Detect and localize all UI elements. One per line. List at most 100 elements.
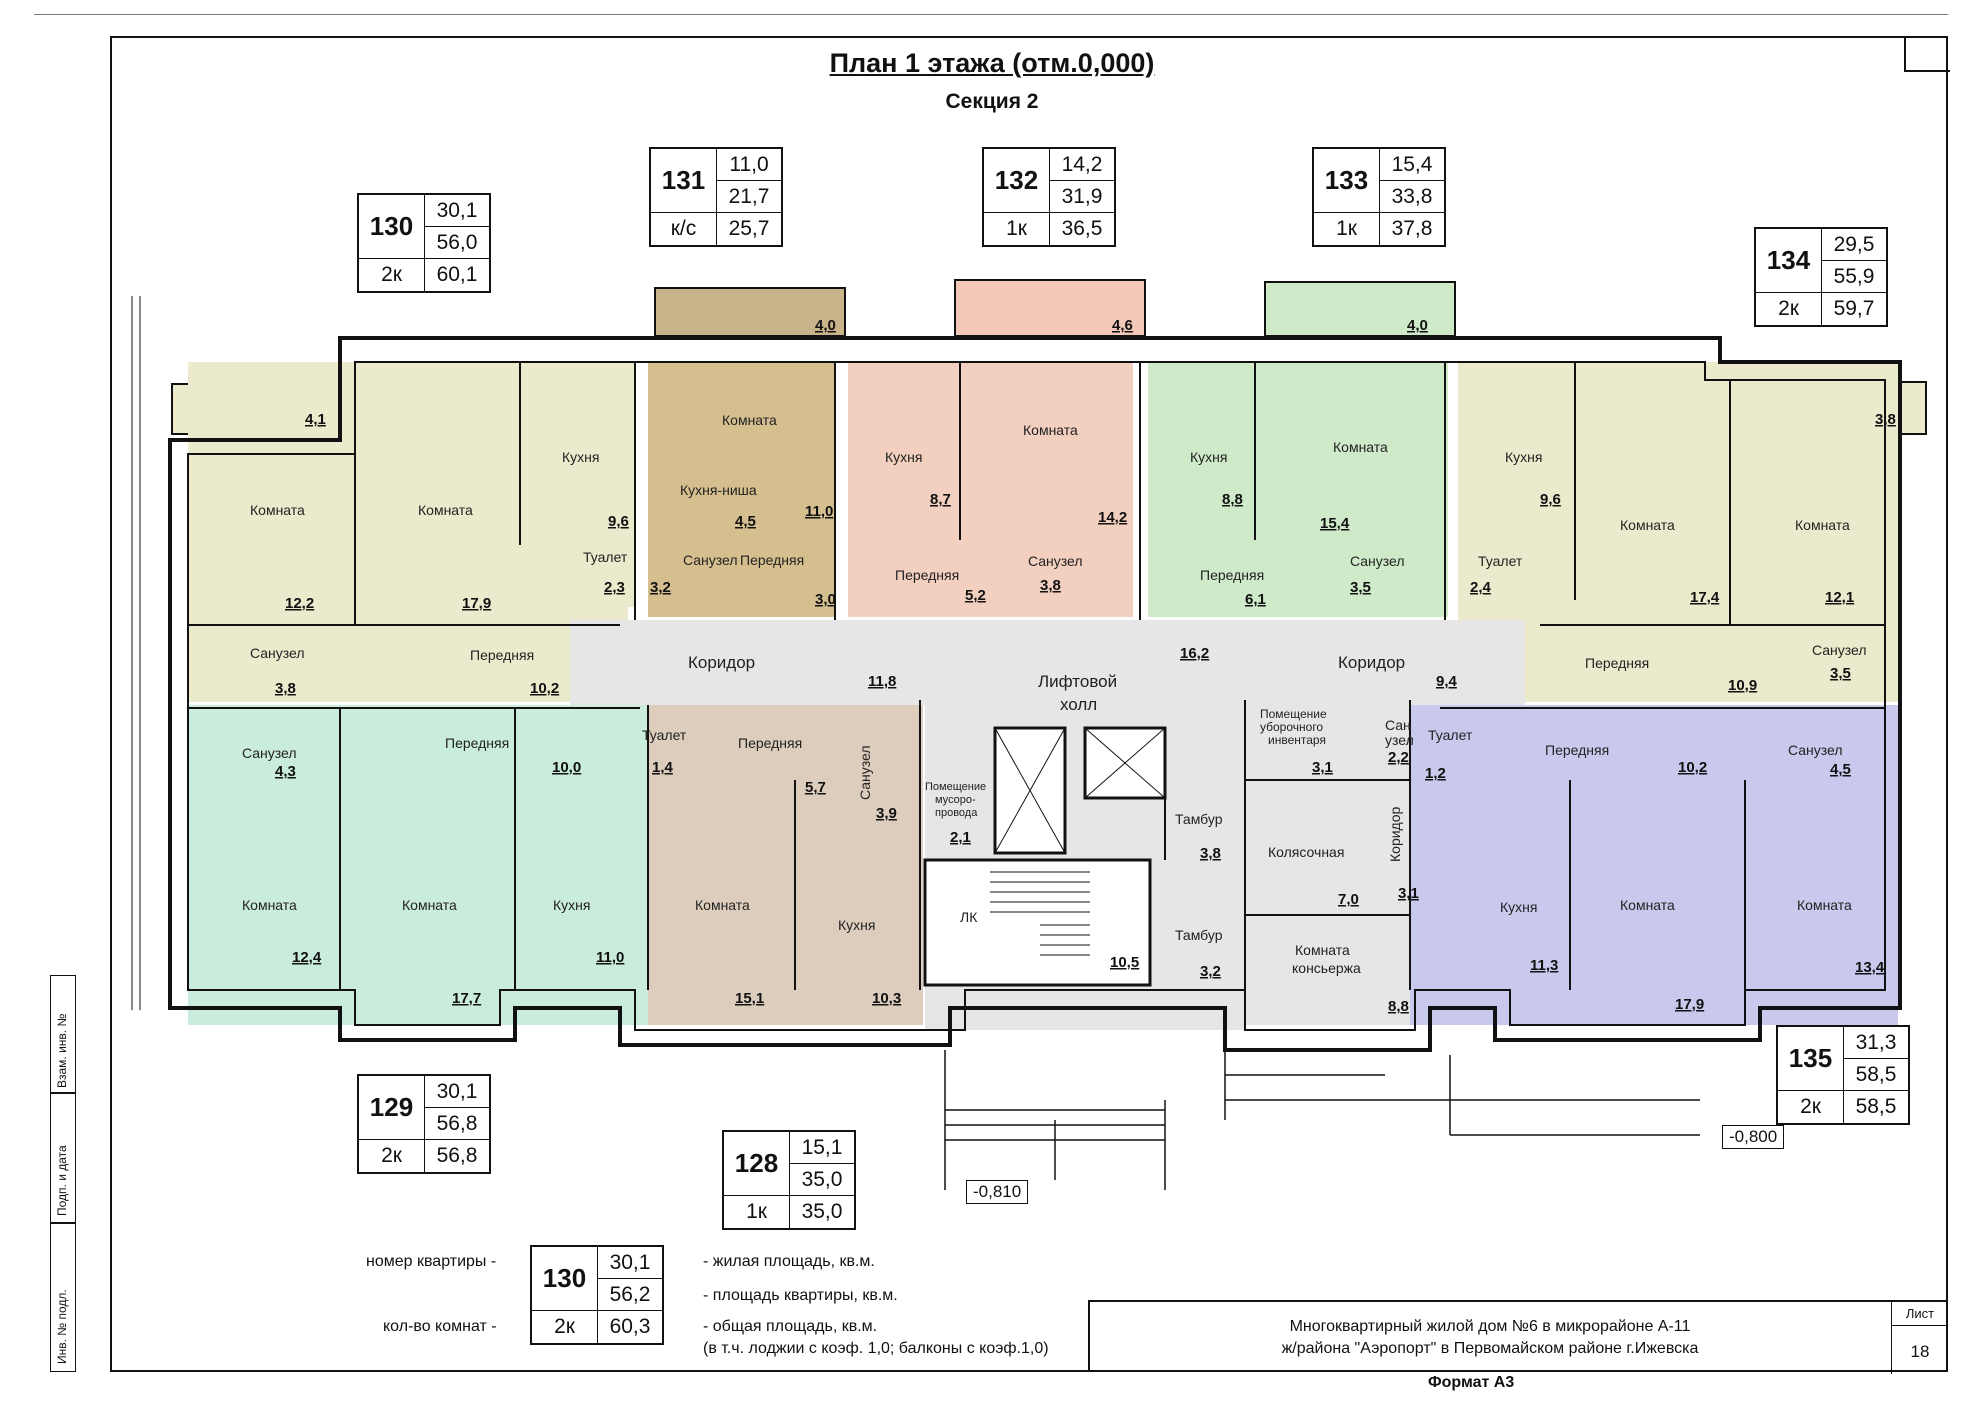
area-label: 2,3 — [604, 579, 625, 596]
elevation-mark-entrance: -0,810 — [966, 1180, 1029, 1204]
room-count: 2к — [1756, 293, 1822, 325]
lbl-hall-128: Передняя — [738, 735, 802, 751]
lbl-room-134a: Комната — [1620, 517, 1675, 533]
lbl-wc-130: Туалет — [583, 549, 628, 565]
area-label: 10,3 — [872, 990, 901, 1007]
area-label: 3,8 — [275, 680, 296, 697]
lbl-lift-hall-2: холл — [1060, 695, 1097, 714]
area-label: 10,9 — [1728, 677, 1757, 694]
side-stamp-inv: Инв. № подл. — [50, 1223, 76, 1372]
room-count: 2к — [359, 1140, 425, 1172]
living-area: 30,1 — [425, 1076, 489, 1108]
lbl-room-135b: Комната — [1797, 897, 1852, 913]
apartment-area: 35,0 — [790, 1164, 854, 1196]
lbl-room-131: Комната — [722, 412, 777, 428]
area-label: 11,3 — [1530, 957, 1558, 974]
lbl-bath-130: Санузел — [250, 645, 305, 661]
area-label: 4,6 — [1112, 317, 1133, 334]
lbl-concierge-1: Комната — [1295, 942, 1350, 958]
area-label: 3,1 — [1312, 759, 1333, 776]
lbl-room-130b: Комната — [418, 502, 473, 518]
drawing-frame — [110, 36, 1948, 1372]
side-stamp-sign: Подп. и дата — [50, 1093, 76, 1223]
room-count: 2к — [1778, 1091, 1844, 1123]
lbl-hall-131: Передняя — [740, 552, 804, 568]
total-area: 60,1 — [436, 263, 478, 286]
room-count: 2к — [532, 1311, 598, 1343]
area-label: 13,4 — [1855, 959, 1885, 976]
living-area: 15,1 — [790, 1132, 854, 1164]
legend-table: 130 30,1 56,2 2к 60,3 — [530, 1245, 664, 1345]
area-label: 9,4 — [1436, 673, 1458, 690]
zone-134 — [1458, 362, 1898, 702]
area-label: 3,1 — [1398, 885, 1419, 902]
lbl-room-129b: Комната — [402, 897, 457, 913]
area-label: 17,9 — [1675, 996, 1704, 1013]
elevation-mark-ramp: -0,800 — [1722, 1125, 1785, 1149]
apartment-area: 56,0 — [425, 227, 489, 259]
area-label: 2,1 — [950, 829, 971, 846]
side-stamp-text: Взам. инв. № — [55, 1013, 69, 1088]
living-area: 30,1 — [598, 1247, 662, 1279]
total-area: 60,3 — [609, 1315, 651, 1338]
apartment-area: 33,8 — [1380, 181, 1444, 213]
living-area: 15,4 — [1380, 149, 1444, 181]
lbl-room-133: Комната — [1333, 439, 1388, 455]
area-label: 4,5 — [735, 513, 756, 530]
room-count: 2к — [359, 259, 425, 291]
area-label: 10,5 — [1110, 954, 1139, 971]
lbl-clean-2: уборочного — [1260, 720, 1323, 734]
entrance-ramp — [944, 1050, 1700, 1190]
lbl-lk: ЛК — [960, 909, 978, 925]
area-label: 6,1 — [1245, 591, 1266, 608]
zone-130b — [520, 362, 635, 607]
area-label: 3,9 — [876, 805, 897, 822]
lbl-su-2: узел — [1385, 732, 1414, 748]
lbl-room-128: Комната — [695, 897, 750, 913]
lbl-lift-hall: Лифтовой — [1038, 672, 1117, 691]
area-label: 10,2 — [530, 680, 559, 697]
apartment-table-128: 128 15,1 35,0 1к 35,0 — [722, 1130, 856, 1230]
area-label: 15,4 — [1320, 515, 1350, 532]
area-labels: 4,1 12,2 17,9 9,6 2,3 3,8 10,2 4,0 4,5 1… — [275, 317, 1896, 1015]
area-label: 17,7 — [452, 990, 481, 1007]
legend-label-number: номер квартиры - — [366, 1253, 497, 1270]
lbl-kitchen-128: Кухня — [838, 917, 875, 933]
sheet-cell: Лист 18 — [1891, 1302, 1948, 1374]
balcony-132 — [954, 279, 1146, 337]
lbl-kitchen-135: Кухня — [1500, 899, 1537, 915]
lbl-corridor-right: Коридор — [1338, 653, 1405, 672]
area-label: 4,3 — [275, 763, 296, 780]
apartment-area: 56,2 — [598, 1279, 662, 1311]
lbl-clean-3: инвентаря — [1268, 733, 1326, 747]
area-label: 2,4 — [1470, 579, 1492, 596]
room-count: к/с — [651, 213, 717, 245]
area-label: 3,8 — [1200, 845, 1221, 862]
balcony-133 — [1264, 281, 1456, 337]
apartment-area: 21,7 — [717, 181, 781, 213]
area-label: 8,8 — [1222, 491, 1243, 508]
apt-number: 130 — [532, 1247, 598, 1311]
area-label: 12,4 — [292, 949, 322, 966]
lbl-wc-134: Туалет — [1478, 553, 1523, 569]
total-area: 56,8 — [436, 1144, 478, 1167]
project-line-2: ж/района "Аэропорт" в Первомайском район… — [1281, 1340, 1699, 1357]
area-label: 11,8 — [868, 673, 896, 690]
lbl-tambur-1: Тамбур — [1175, 811, 1223, 827]
apartment-table-133: 133 15,4 33,8 1к 37,8 — [1312, 147, 1446, 247]
zone-135 — [1410, 705, 1898, 1025]
area-label: 12,1 — [1825, 589, 1854, 606]
zone-129 — [188, 705, 648, 1025]
apartment-area: 31,9 — [1050, 181, 1114, 213]
total-area: 37,8 — [1391, 217, 1433, 240]
lbl-room-135a: Комната — [1620, 897, 1675, 913]
legend-desc-living: - жилая площадь, кв.м. — [703, 1253, 875, 1270]
lbl-wc-129: Туалет — [642, 727, 687, 743]
outer-wall — [168, 336, 1902, 1052]
area-label: 1,2 — [1425, 765, 1446, 782]
room-labels: Комната Комната Кухня Туалет Санузел Пер… — [242, 412, 1867, 976]
lbl-hall-129: Передняя — [445, 735, 509, 751]
area-label: 8,8 — [1388, 998, 1409, 1015]
top-rule — [34, 14, 1948, 15]
